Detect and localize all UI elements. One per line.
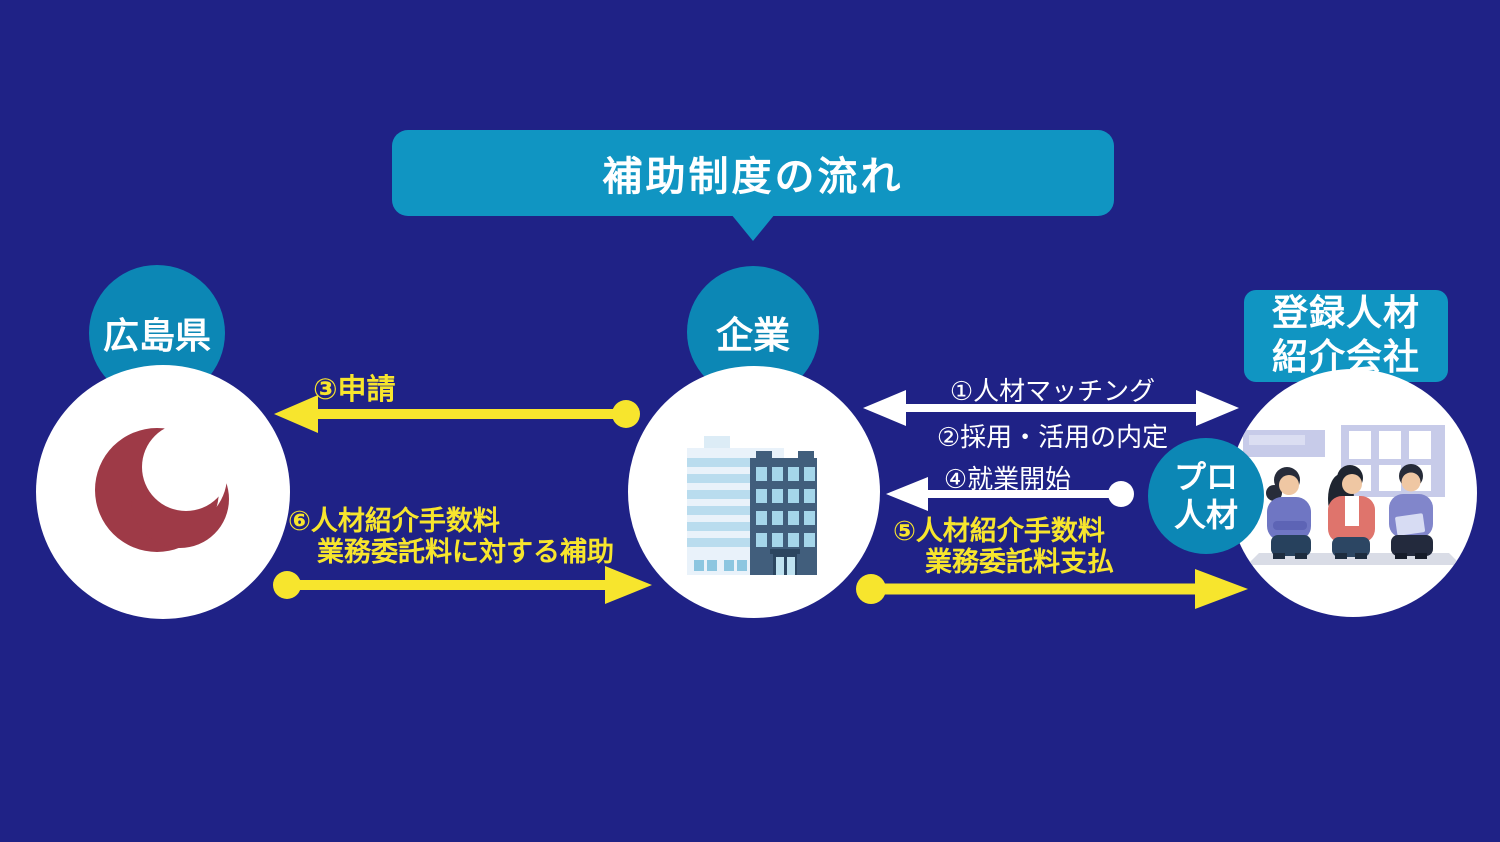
arrow-subsidy-label-line1: ⑥人材紹介手数料 xyxy=(288,506,500,537)
title-banner: 補助制度の流れ xyxy=(392,130,1114,216)
arrowhead-right-icon xyxy=(1195,569,1248,609)
arrow-employment-label: ④就業開始 xyxy=(943,465,1072,495)
arrow-payment-label: ⑤人材紹介手数料 業務委託料支払 xyxy=(893,516,1114,578)
arrow-decision-label: ②採用・活用の内定 xyxy=(936,423,1169,453)
page-title: 補助制度の流れ xyxy=(602,154,904,200)
arrowhead-right-icon xyxy=(605,566,652,604)
pro-jinzai-line1: プロ xyxy=(1173,458,1238,496)
agency-circle xyxy=(1229,369,1477,617)
arrow-application-label: ③申請 xyxy=(313,372,396,406)
arrow-employment xyxy=(886,477,1134,511)
arrow-payment-label-line2: 業務委託料支払 xyxy=(925,547,1114,578)
prefecture-label: 広島県 xyxy=(102,316,211,357)
agency-label-box: 登録人材 紹介会社 xyxy=(1244,290,1448,382)
company-circle xyxy=(628,366,880,618)
arrowhead-left-icon xyxy=(886,477,928,511)
arrow-payment xyxy=(856,569,1248,609)
arrow-subsidy-label-line2: 業務委託料に対する補助 xyxy=(317,537,614,568)
agency-label-line1: 登録人材 xyxy=(1271,293,1420,334)
arrow-subsidy xyxy=(273,566,652,604)
pro-jinzai-line2: 人材 xyxy=(1173,496,1238,534)
arrow-subsidy-label: ⑥人材紹介手数料 業務委託料に対する補助 xyxy=(288,506,614,568)
arrowhead-right-icon xyxy=(1196,390,1239,426)
pro-jinzai-bubble: プロ 人材 xyxy=(1148,438,1264,554)
banner-pointer-icon xyxy=(731,214,775,241)
arrow-matching xyxy=(863,390,1239,426)
arrow-application xyxy=(274,395,640,433)
company-label: 企業 xyxy=(716,314,790,357)
office-building-icon xyxy=(687,436,817,575)
pro-jinzai-label: プロ 人材 xyxy=(1174,458,1238,534)
arrow-matching-label: ①人材マッチング xyxy=(949,377,1156,407)
arrowhead-left-icon xyxy=(863,390,906,426)
seated-people-icon xyxy=(1243,425,1461,565)
arrow-payment-label-line1: ⑤人材紹介手数料 xyxy=(893,516,1105,547)
prefecture-circle xyxy=(36,365,290,619)
arrowhead-left-icon xyxy=(274,395,318,433)
hiroshima-emblem-icon xyxy=(95,428,229,552)
